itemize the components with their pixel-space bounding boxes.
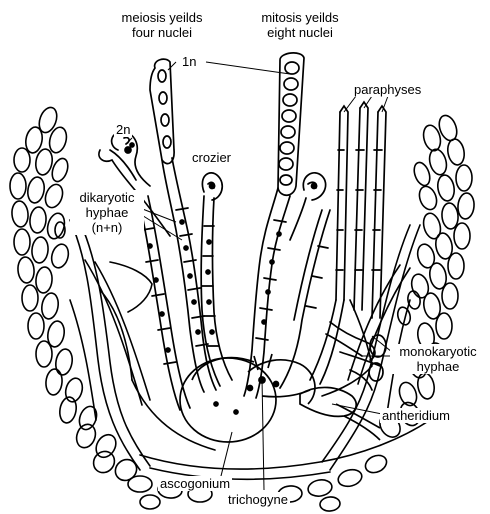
- wall-cell: [10, 173, 26, 199]
- wall-cell: [31, 236, 49, 263]
- wall-cell: [14, 229, 30, 255]
- wall-cell: [26, 176, 46, 204]
- wall-cell: [415, 242, 437, 269]
- wall-cell: [411, 160, 432, 187]
- two-n-label: 2n: [114, 122, 132, 137]
- dikaryotic-label-line1: dikaryotic: [70, 190, 144, 205]
- antheridium-label: antheridium: [380, 408, 452, 423]
- ascogonium-body: [180, 354, 315, 442]
- wall-cell: [436, 174, 456, 202]
- wall-cell: [36, 341, 52, 367]
- monokaryotic-label-line1: monokaryotic: [390, 344, 486, 359]
- wall-cell: [54, 348, 74, 376]
- wall-cell: [140, 495, 160, 509]
- wall-cell: [22, 285, 38, 311]
- wall-cell: [319, 496, 340, 512]
- monokaryotic-label-line2: hyphae: [390, 359, 486, 374]
- wall-cell: [45, 368, 63, 395]
- meiosis-label-line2: four nuclei: [107, 25, 217, 40]
- wall-cell: [396, 380, 419, 408]
- wall-cell: [336, 467, 363, 489]
- wall-cell: [421, 211, 443, 240]
- meiosis-label-line1: meiosis yeilds: [107, 10, 217, 25]
- one-n-label: 1n: [180, 54, 198, 69]
- wall-cell: [35, 266, 53, 293]
- wall-cell: [14, 148, 30, 172]
- wall-cell: [456, 165, 472, 191]
- wall-cell: [416, 372, 436, 400]
- mitosis-label-line1: mitosis yeilds: [245, 10, 355, 25]
- antheridium-body: [300, 387, 380, 440]
- paraphyses-label: paraphyses: [352, 82, 423, 97]
- left-ascocarp-wall: [10, 105, 141, 485]
- ascogonium-label: ascogonium: [158, 476, 232, 491]
- trichogyne-label: trichogyne: [226, 492, 290, 507]
- wall-cell: [17, 256, 35, 283]
- wall-cell: [42, 182, 65, 210]
- wall-cell: [363, 452, 390, 476]
- wall-cell: [89, 447, 118, 477]
- dikaryotic-label-line3: (n+n): [70, 220, 144, 235]
- wall-cell: [446, 138, 466, 166]
- wall-cell: [436, 313, 452, 339]
- wall-cell: [111, 455, 141, 484]
- wall-cell: [128, 476, 152, 492]
- wall-cell: [457, 192, 475, 219]
- wall-cell: [307, 478, 333, 498]
- wall-cell: [427, 147, 449, 176]
- wall-cell: [73, 422, 98, 451]
- crozier-label: crozier: [190, 150, 233, 165]
- mitosis-ascus: [244, 53, 326, 398]
- dikaryotic-label-line2: hyphae: [70, 205, 144, 220]
- wall-cell: [49, 242, 71, 269]
- wall-cell: [40, 292, 60, 320]
- wall-cell: [11, 200, 29, 227]
- wall-cell: [409, 272, 431, 299]
- wall-cell: [448, 253, 464, 279]
- wall-cell: [29, 206, 47, 233]
- mitosis-label-line2: eight nuclei: [245, 25, 355, 40]
- background-hyphae: [70, 220, 430, 479]
- wall-cell: [28, 313, 44, 339]
- wall-cell: [442, 283, 458, 309]
- wall-cell: [454, 223, 470, 249]
- wall-cell: [416, 184, 439, 212]
